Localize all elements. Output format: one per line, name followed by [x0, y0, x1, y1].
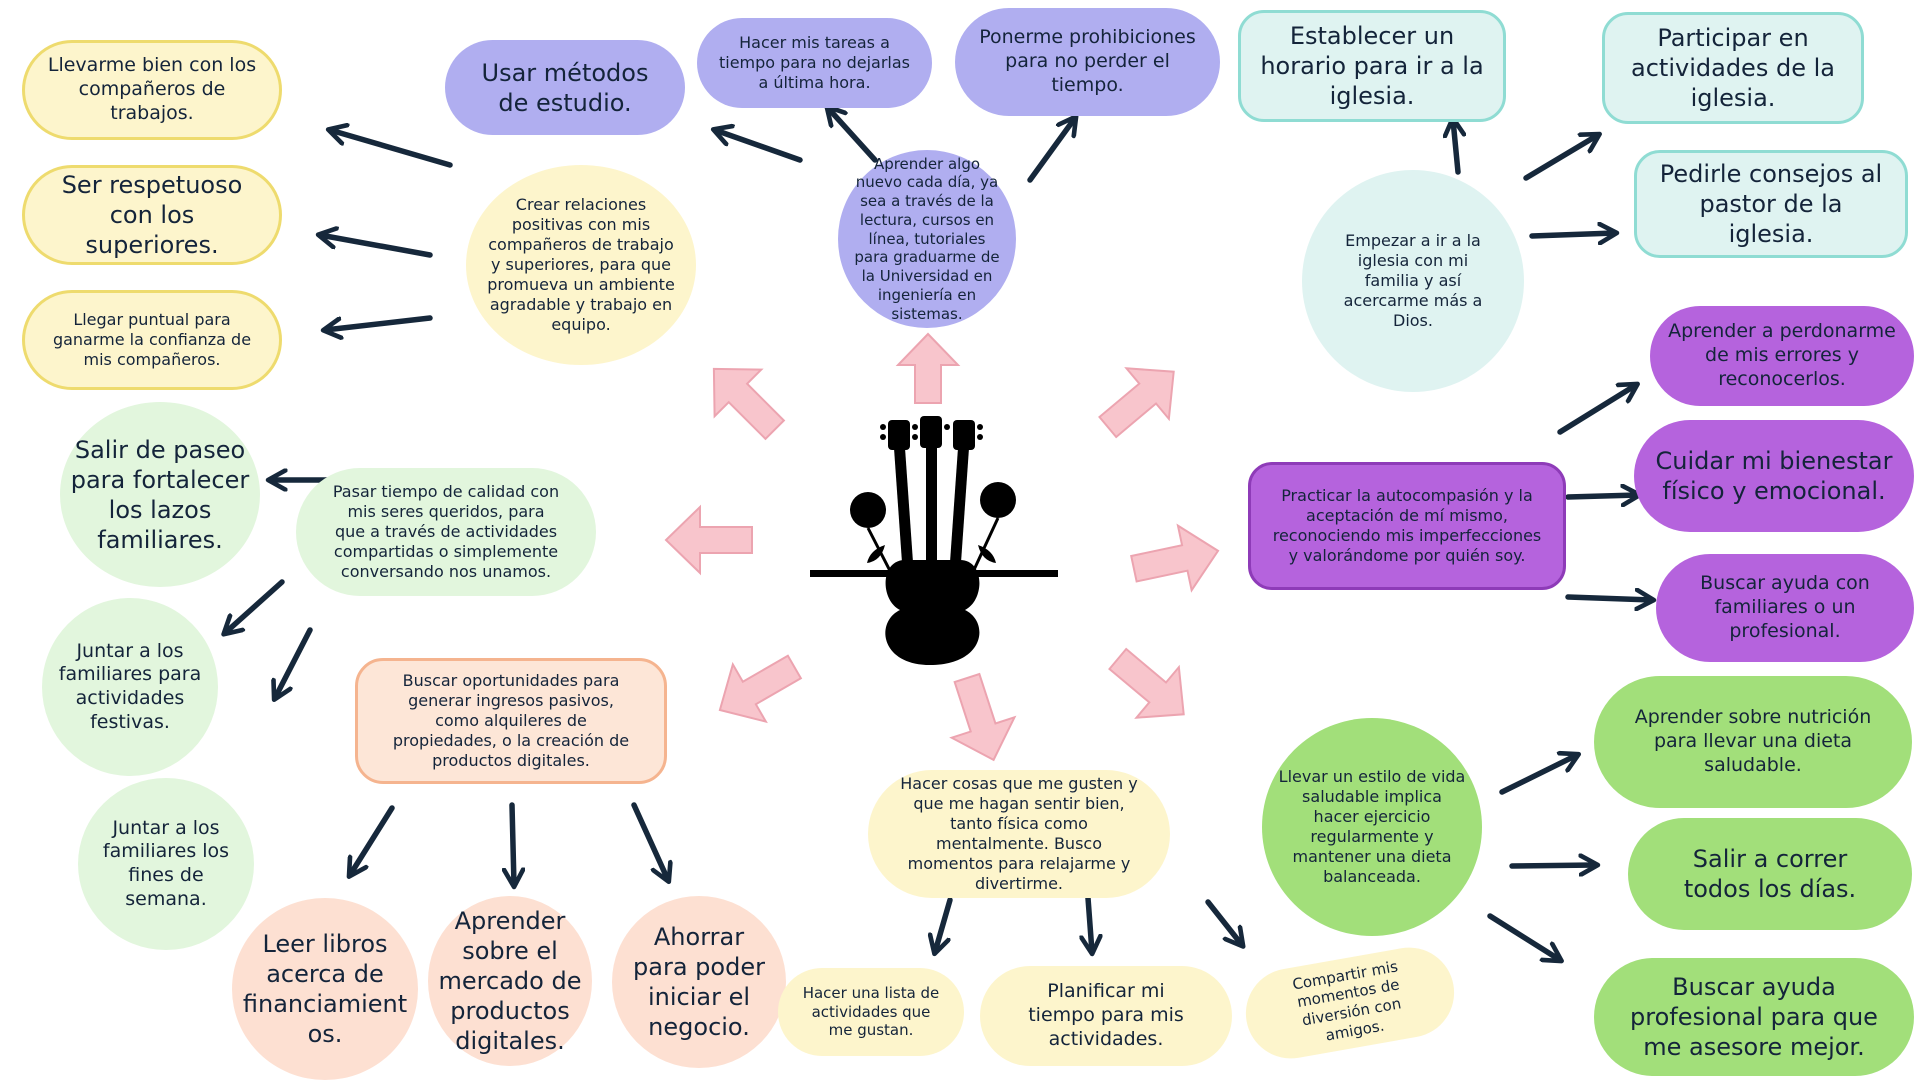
node-hacer-lista: Hacer una lista de actividades que me gu… [778, 968, 964, 1056]
arrow-to-compartir [1205, 899, 1242, 945]
guitar-roses-silhouette-icon [810, 416, 1058, 665]
node-cuidar-bienestar: Cuidar mi bienestar físico y emocional. [1634, 420, 1914, 532]
arrow-to-juntar-fines [275, 627, 313, 698]
arrow-to-buscar-ayuda-familiares [1565, 597, 1652, 600]
pink-arrow-down-left [718, 654, 803, 724]
node-buscar-ayuda-familiares: Buscar ayuda con familiares o un profesi… [1656, 554, 1914, 662]
arrow-to-participar [1523, 135, 1598, 181]
arrow-to-pedirle-consejos [1529, 233, 1615, 236]
node-aprender-algo: Aprender algo nuevo cada día, ya sea a t… [838, 150, 1016, 328]
pink-arrow-up-right [1098, 367, 1175, 439]
node-participar-actividades: Participar en actividades de la iglesia. [1602, 12, 1864, 124]
node-pedirle-consejos: Pedirle consejos al pastor de la iglesia… [1634, 150, 1908, 258]
arrow-to-hacer-tareas [828, 108, 878, 163]
arrow-to-ser-respetuoso [320, 235, 433, 258]
pink-arrow-up-left [712, 367, 786, 441]
arrow-to-aprender-mercado [512, 802, 514, 885]
node-crear-relaciones: Crear relaciones positivas con mis compa… [466, 165, 696, 365]
node-buscar-ayuda-profesional: Buscar ayuda profesional para que me ase… [1594, 958, 1914, 1076]
node-usar-metodos: Usar métodos de estudio. [445, 40, 685, 135]
node-establecer-horario: Establecer un horario para ir a la igles… [1238, 10, 1506, 122]
pink-arrow-right [1130, 523, 1220, 593]
node-practicar-autocompasion: Practicar la autocompasión y la aceptaci… [1248, 462, 1566, 590]
node-juntar-fines: Juntar a los familiares los fines de sem… [78, 778, 254, 950]
node-hacer-cosas: Hacer cosas que me gusten y que me hagan… [868, 770, 1170, 898]
node-llevarme-bien: Llevarme bien con los compañeros de trab… [22, 40, 282, 140]
node-ahorrar: Ahorrar para poder iniciar el negocio. [612, 896, 786, 1068]
node-pasar-tiempo: Pasar tiempo de calidad con mis seres qu… [296, 468, 596, 596]
arrow-to-ahorrar [631, 802, 668, 880]
arrow-to-ponerme-prohibiciones [1027, 118, 1075, 183]
arrow-to-cuidar-bienestar [1565, 495, 1638, 497]
node-hacer-tareas: Hacer mis tareas a tiempo para no dejarl… [697, 18, 932, 108]
arrow-to-usar-metodos [715, 130, 803, 163]
node-juntar-festivas: Juntar a los familiares para actividades… [42, 598, 218, 776]
pink-arrow-down [949, 672, 1017, 762]
arrow-to-aprender-nutricion [1499, 755, 1577, 795]
arrow-to-llegar-puntual [325, 315, 433, 330]
arrow-to-leer-libros [350, 805, 395, 875]
node-leer-libros: Leer libros acerca de financiamient os. [232, 898, 418, 1080]
arrow-to-juntar-festivas [225, 579, 285, 633]
node-aprender-perdonarme: Aprender a perdonarme de mis errores y r… [1650, 306, 1914, 406]
node-buscar-oportunidades: Buscar oportunidades para generar ingres… [355, 658, 667, 784]
pink-arrow-up [895, 332, 961, 404]
arrow-to-establecer-horario [1453, 120, 1458, 175]
node-ponerme-prohibiciones: Ponerme prohibiciones para no perder el … [955, 8, 1220, 116]
pink-arrow-left [664, 504, 753, 576]
node-llevar-estilo: Llevar un estilo de vida saludable impli… [1262, 718, 1482, 936]
node-aprender-mercado: Aprender sobre el mercado de productos d… [428, 896, 592, 1066]
arrow-to-hacer-lista [935, 897, 953, 952]
node-llegar-puntual: Llegar puntual para ganarme la confianza… [22, 290, 282, 390]
pink-arrow-down-right [1108, 647, 1185, 719]
arrow-to-salir-correr [1509, 865, 1596, 866]
node-planificar-tiempo: Planificar mi tiempo para mis actividade… [980, 966, 1232, 1066]
arrow-to-planificar [1088, 895, 1092, 952]
arrow-to-llevarme-bien [330, 130, 453, 168]
node-empezar-iglesia: Empezar a ir a la iglesia con mi familia… [1302, 170, 1524, 392]
node-salir-paseo: Salir de paseo para fortalecer los lazos… [60, 402, 260, 587]
node-ser-respetuoso: Ser respetuoso con los superiores. [22, 165, 282, 265]
arrow-to-buscar-ayuda-profesional [1487, 913, 1560, 960]
node-salir-correr: Salir a correr todos los días. [1628, 818, 1912, 930]
arrow-to-aprender-perdonarme [1557, 385, 1636, 435]
node-aprender-nutricion: Aprender sobre nutrición para llevar una… [1594, 676, 1912, 808]
